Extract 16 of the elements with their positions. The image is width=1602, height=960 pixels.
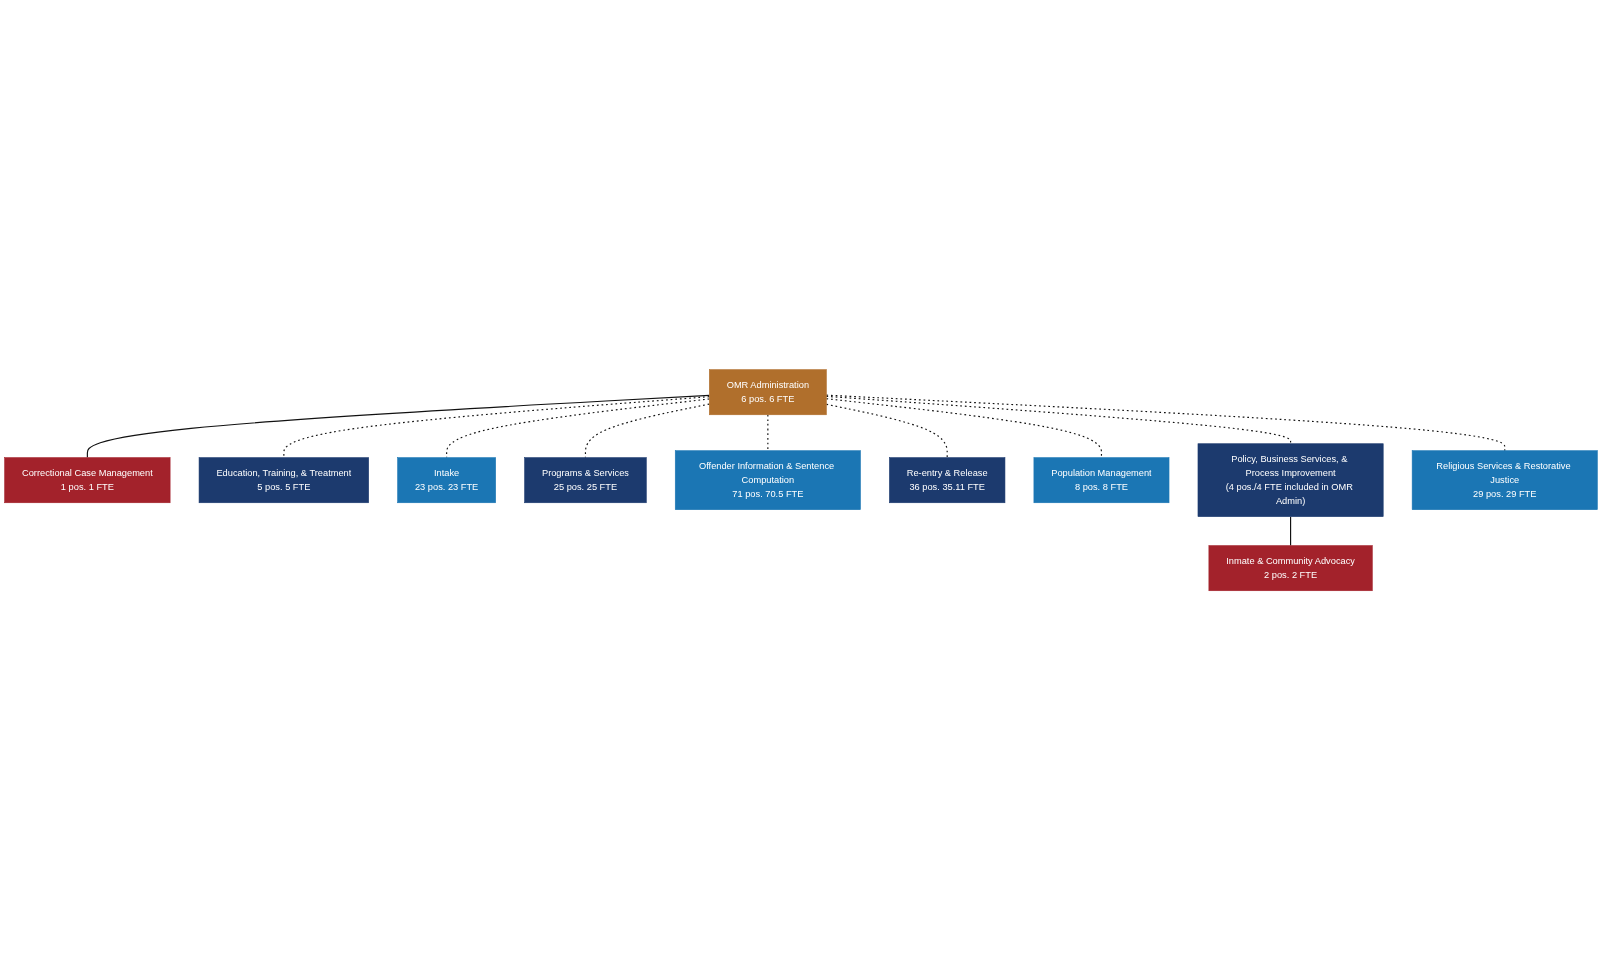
node-box: Programs & Services 25 pos. 25 FTE [524,457,647,503]
node-box: Intake 23 pos. 23 FTE [397,457,496,503]
node-box: Correctional Case Management 1 pos. 1 FTE [4,457,171,503]
node-box: Education, Training, & Treatment 5 pos. 5 FTE [198,457,369,503]
connector [825,403,948,458]
connector [767,414,769,452]
node-box: Inmate & Community Advocacy 2 pos. 2 FTE [1208,545,1373,591]
connector [1290,515,1292,546]
node-box: Religious Services & Restorative Justice 29 pos. 29 FTE [1411,450,1598,510]
connector [86,394,710,458]
node-box: Population Management 8 pos. 8 FTE [1033,457,1170,503]
node-box: Policy, Business Services, & Process Improvement (4 pos./4 FTE included in OMR Admin) [1197,443,1384,517]
connector [825,397,1103,458]
node-box: OMR Administration 6 pos. 6 FTE [709,369,827,415]
node-box: Re-entry & Release 36 pos. 35.11 FTE [889,457,1006,503]
node-box: Offender Information & Sentence Computation 71 pos. 70.5 FTE [674,450,861,510]
